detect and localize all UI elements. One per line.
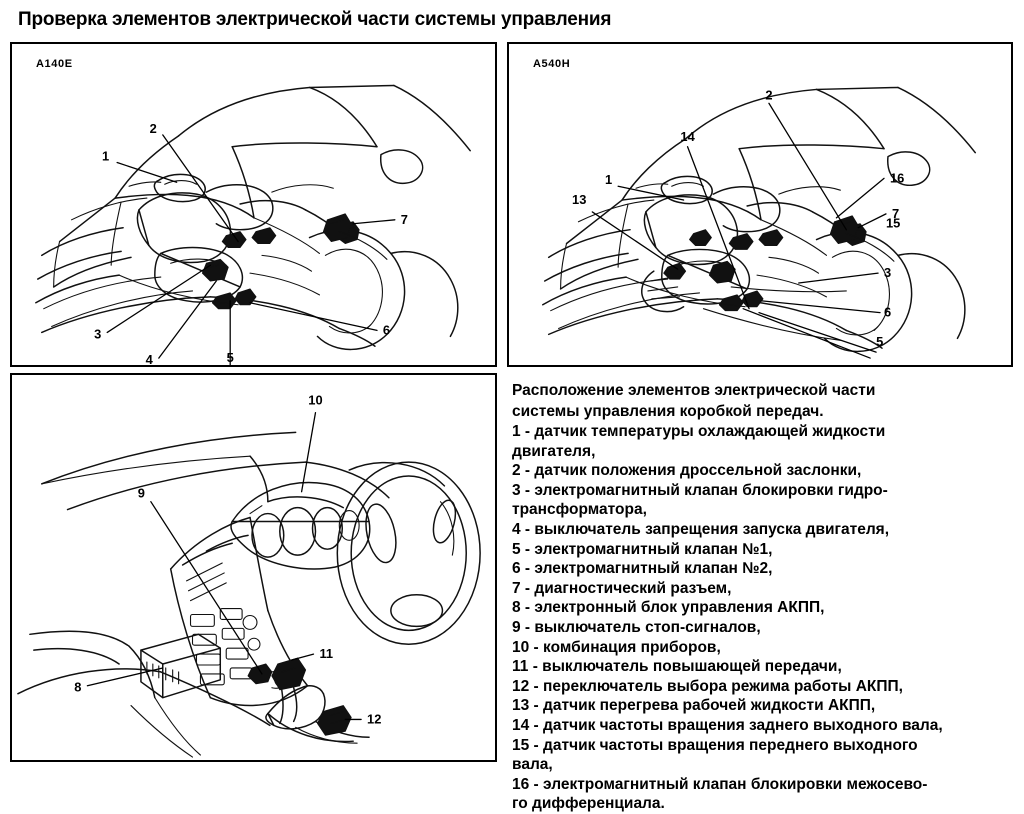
legend-text-block: Расположение элементов электрической час… [507,373,1024,812]
interior-dashboard-illustration: 10 9 11 8 12 [17,393,481,758]
legend-item: 8 - электронный блок управления АКПП, [512,599,825,617]
legend-item: 11 - выключатель повышающей передачи, [512,658,842,676]
callout-7: 7 [892,206,899,221]
page-title: Проверка элементов электрической части с… [18,9,612,30]
legend-intro-line-2: системы управления коробкой передач. [512,402,824,420]
callout-11: 11 [319,646,333,661]
callout-16: 16 [890,170,904,185]
legend-item: 14 - датчик частоты вращения заднего вых… [512,716,943,734]
legend-item: 15 - датчик частоты вращения переднего в… [512,736,918,774]
legend-item: 3 - электромагнитный клапан блокировки г… [512,481,888,519]
callout-5: 5 [227,350,234,365]
legend-item: 16 - электромагнитный клапан блокировки … [512,775,928,813]
panel-label-a540h: A540H [533,58,571,70]
engine-bay-a540h-illustration: 1 2 13 14 16 7 15 3 6 5 [541,86,977,359]
legend-item: 13 - датчик перегрева рабочей жидкости А… [512,697,876,715]
legend-item: 6 - электромагнитный клапан №2, [512,560,773,578]
legend-item: 4 - выключатель запрещения запуска двига… [512,520,890,538]
callout-14: 14 [680,129,695,144]
callout-9: 9 [138,486,145,501]
legend-item: 1 - датчик температуры охлаждающей жидко… [512,423,886,460]
legend-item: 2 - датчик положения дроссельной заслонк… [512,462,862,480]
callout-3: 3 [94,326,101,341]
callout-3: 3 [884,265,891,280]
callout-1: 1 [102,149,109,164]
callout-12: 12 [367,711,381,726]
legend-item: 10 - комбинация приборов, [512,638,721,656]
callout-5: 5 [876,334,883,349]
diagram-panel-interior: 10 9 11 8 12 [10,373,497,762]
diagram-panel-a540h: A540H [507,42,1013,367]
callout-2: 2 [765,87,772,102]
callout-13: 13 [572,192,586,207]
callout-10: 10 [308,393,322,408]
panel-label-a140e: A140E [36,58,73,70]
callout-2: 2 [150,121,157,136]
callout-15: 15 [886,216,900,231]
legend-item: 5 - электромагнитный клапан №1, [512,540,773,558]
diagram-panel-a140e: A140E [10,42,497,367]
legend-item: 9 - выключатель стоп-сигналов, [512,618,761,636]
callout-6: 6 [884,305,891,320]
callout-7: 7 [401,212,408,227]
legend-item: 7 - диагностический разъем, [512,579,732,597]
callout-1: 1 [605,172,612,187]
callout-8: 8 [74,680,81,695]
legend-intro-line-1: Расположение элементов электрической час… [512,382,876,399]
callout-6: 6 [383,322,390,337]
legend-item: 12 - переключатель выбора режима работы … [512,677,903,695]
callout-4: 4 [146,352,154,365]
engine-bay-a140e-illustration: 1 2 3 4 5 6 7 [35,84,471,365]
